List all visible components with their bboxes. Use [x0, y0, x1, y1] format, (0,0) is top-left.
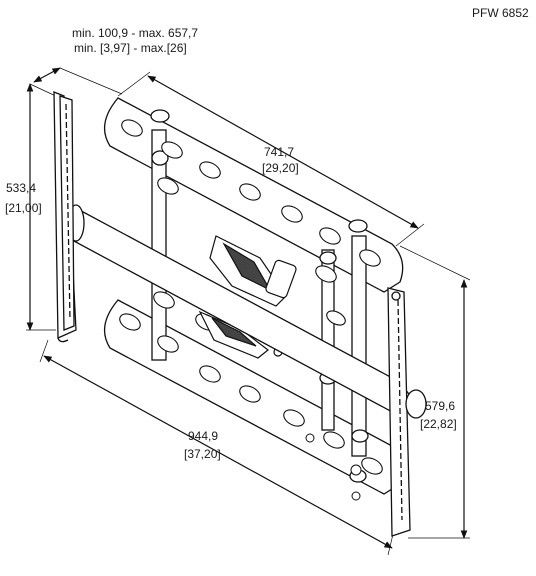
rail-height-mm-label: 533,4: [6, 181, 36, 195]
top-width-dimension: 741,7 [29,20]: [117, 71, 425, 247]
left-tv-bracket: [53, 91, 77, 343]
rail-height-dimension: 533,4 [21,00]: [5, 83, 56, 331]
bottom-width-dimension: 944,9 [37,20]: [39, 339, 395, 556]
bottom-width-mm-label: 944,9: [188, 429, 218, 443]
model-label: PFW 6852: [472, 6, 529, 20]
bottom-width-inch-label: [37,20]: [184, 447, 221, 461]
right-height-dimension: 579,6 [22,82]: [399, 245, 471, 539]
upper-rail-slots: [121, 119, 381, 283]
right-height-mm-label: 579,6: [425, 399, 455, 413]
rail-height-inch-label: [21,00]: [5, 201, 42, 215]
right-tv-bracket: [387, 287, 427, 537]
mounting-screws: [305, 433, 362, 501]
depth-dimension: min. 100,9 - max. 657,7 min. [3,97] - ma…: [29, 26, 198, 99]
depth-inch-label: min. [3,97] - max.[26]: [74, 41, 187, 55]
right-height-inch-label: [22,82]: [420, 417, 457, 431]
top-width-inch-label: [29,20]: [262, 161, 299, 175]
articulating-arm: [198, 235, 297, 359]
top-width-mm-label: 741,7: [264, 145, 294, 159]
depth-mm-label: min. 100,9 - max. 657,7: [72, 26, 198, 40]
